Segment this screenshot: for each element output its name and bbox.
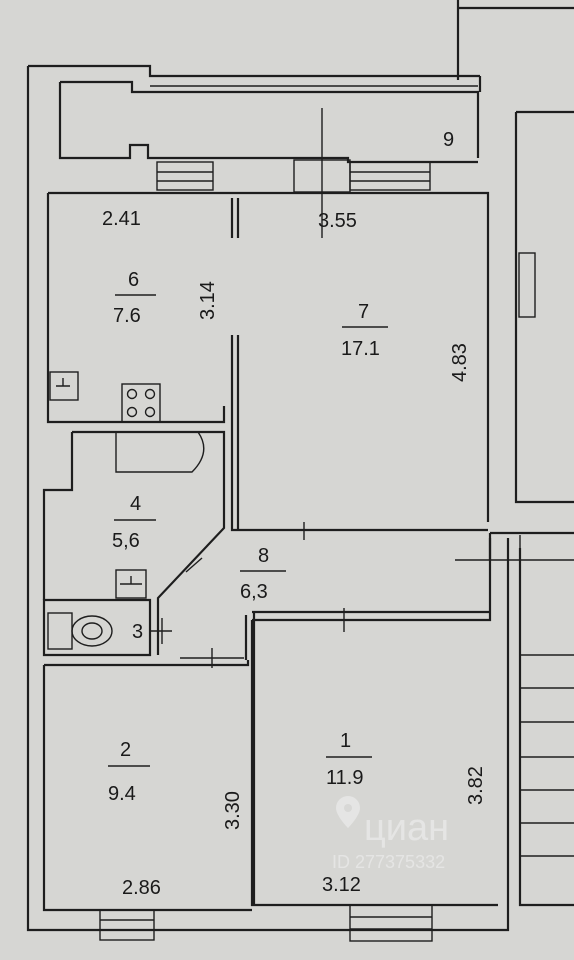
watermark-id: ID 277375332	[332, 852, 445, 872]
sink-kitchen	[49, 371, 79, 401]
room-6-number: 6	[128, 269, 139, 291]
stove	[121, 383, 161, 423]
bathtub	[115, 431, 205, 473]
room-8-number: 8	[258, 545, 269, 567]
room-4-area: 5,6	[112, 530, 140, 552]
watermark-brand: циан	[364, 807, 449, 849]
dim-4-83: 4.83	[449, 343, 471, 382]
dim-2-41: 2.41	[102, 208, 141, 230]
neighbor-structures	[455, 0, 574, 907]
outer-wall	[26, 64, 510, 932]
dim-2-86: 2.86	[122, 877, 161, 899]
dim-3-14: 3.14	[197, 281, 219, 320]
room-1-area: 11.9	[326, 767, 363, 789]
dim-3-30: 3.30	[222, 791, 244, 830]
dim-3-12: 3.12	[322, 874, 361, 896]
door-marks	[99, 522, 433, 942]
room-2-number: 2	[120, 739, 131, 761]
dim-3-82: 3.82	[465, 766, 487, 805]
room-3-number: 3	[132, 621, 143, 643]
fixtures	[47, 371, 205, 650]
room-6-area: 7.6	[113, 305, 141, 327]
room-1-number: 1	[340, 730, 351, 752]
room-2-area: 9.4	[108, 783, 136, 805]
dim-3-55: 3.55	[318, 210, 357, 232]
room-9-number: 9	[443, 129, 454, 151]
sink-bath	[115, 569, 147, 599]
room-labels: 9 6 7.6 7 17.1 4 5,6 3 8 6,3 2 9.4 1 11.…	[108, 129, 454, 805]
room-4-number: 4	[130, 493, 141, 515]
room-7-number: 7	[358, 301, 369, 323]
dimension-labels: 2.41 3.55 3.14 4.83 3.30 2.86 3.82 3.12	[102, 208, 487, 899]
room-8-area: 6,3	[240, 581, 268, 603]
room-7-area: 17.1	[341, 338, 380, 360]
watermark: циан ID 277375332	[332, 796, 449, 872]
balcony	[58, 80, 480, 238]
